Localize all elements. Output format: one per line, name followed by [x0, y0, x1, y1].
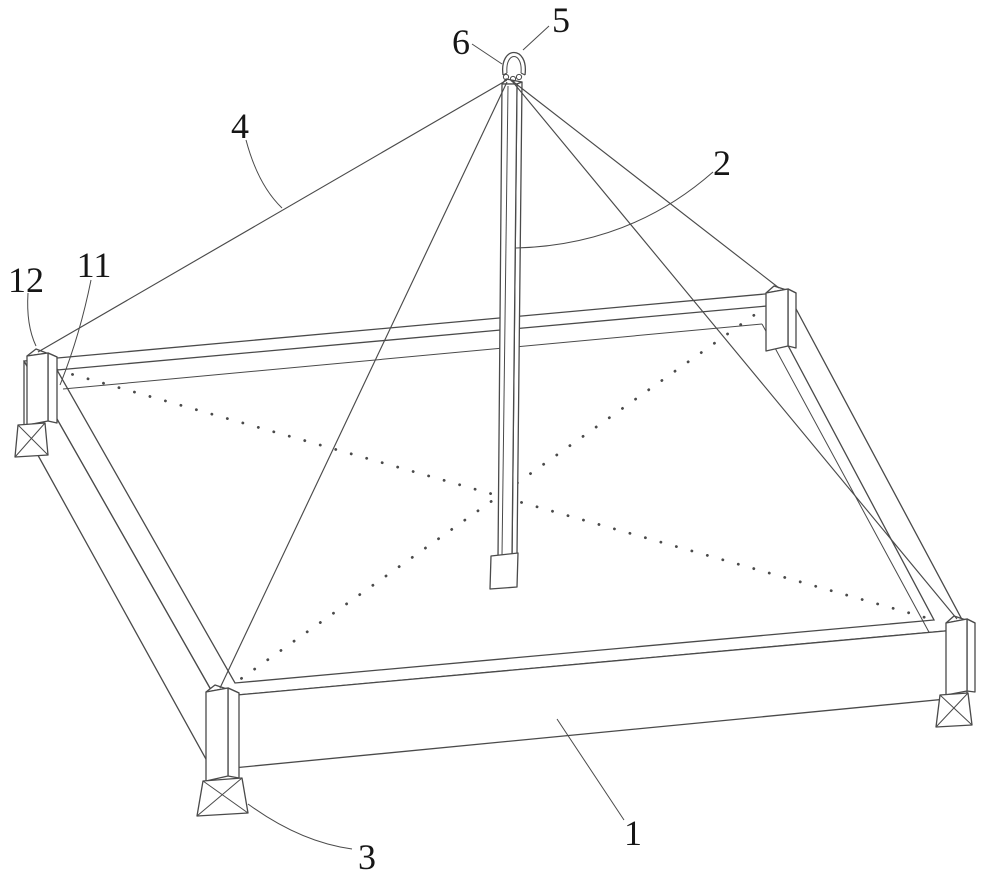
shackle-outer-bow	[502, 51, 526, 76]
inner-wall-bottom-back-right	[761, 323, 931, 635]
corner-post-front	[205, 684, 240, 782]
leader-1	[556, 718, 625, 821]
foot-right	[935, 692, 973, 728]
label-6: 6	[452, 22, 470, 62]
cable-to-left-corner	[37, 79, 508, 353]
shackle-inner-bow	[506, 56, 522, 74]
leader-11	[59, 279, 92, 386]
shackle-pin	[502, 72, 508, 76]
leader-lines	[27, 25, 714, 850]
center-mast	[489, 78, 523, 590]
rim-inner-top-edge	[55, 305, 936, 684]
floor-dotted-diagonals	[55, 304, 936, 685]
shackle-pin-2	[520, 72, 526, 76]
shackle	[502, 51, 526, 83]
leader-3	[247, 803, 353, 850]
lifting-cables	[37, 79, 958, 689]
leader-6	[471, 43, 503, 65]
cable-to-right-corner	[511, 80, 958, 620]
leader-4	[245, 139, 283, 209]
corner-post-left	[26, 348, 58, 426]
connection-links	[502, 73, 523, 83]
label-2: 2	[713, 143, 731, 183]
label-5: 5	[552, 0, 570, 40]
label-11: 11	[77, 245, 112, 285]
mast-shading-line	[501, 85, 509, 557]
reference-labels: 5 6 4 2 12 11 1 3	[8, 0, 731, 877]
corner-feet	[14, 422, 973, 817]
foot-front	[196, 777, 249, 817]
label-1: 1	[624, 813, 642, 853]
foot-left	[14, 422, 49, 458]
label-4: 4	[231, 106, 249, 146]
label-3: 3	[358, 837, 376, 877]
leader-12	[27, 292, 37, 347]
inner-wall-bottom-back-left	[62, 323, 763, 390]
leader-2	[515, 171, 714, 249]
corner-posts	[26, 285, 976, 782]
leader-5	[522, 25, 550, 51]
label-12: 12	[8, 260, 44, 300]
corner-post-back	[765, 285, 797, 352]
wall-front-right	[211, 628, 968, 771]
cable-to-back-corner	[510, 79, 780, 289]
mast-base-pedestal	[489, 552, 519, 590]
corner-post-right	[945, 615, 976, 696]
cable-to-front-corner	[219, 81, 508, 689]
